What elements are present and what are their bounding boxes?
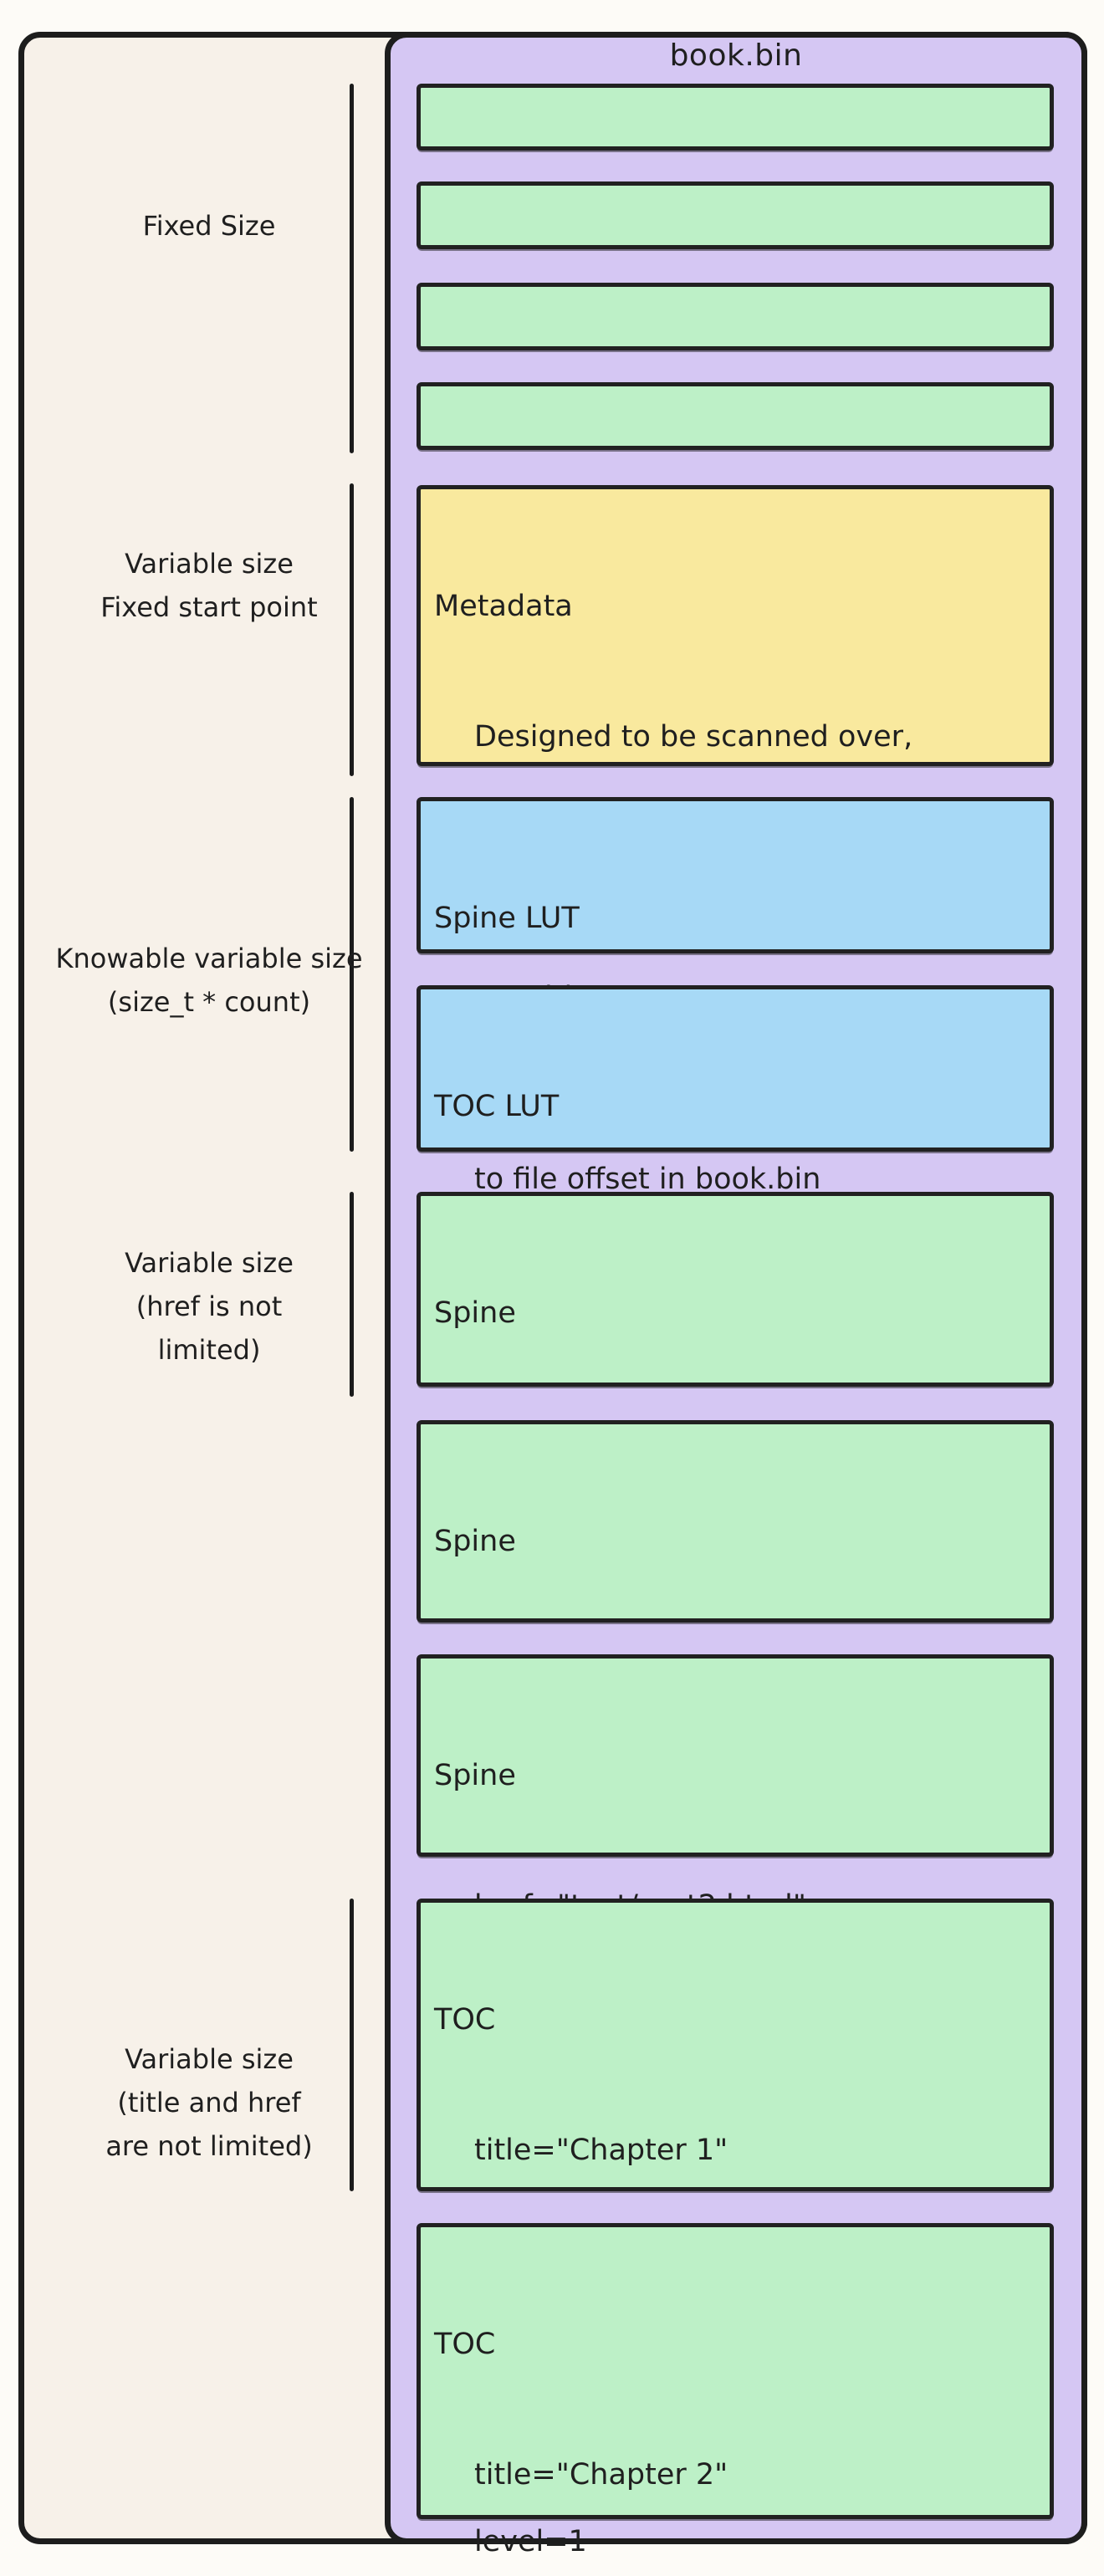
- field-box-version: VERSION = 1: [417, 84, 1054, 223]
- box-line: Spine: [434, 1525, 516, 1558]
- size-label-line: limited): [157, 1334, 261, 1366]
- size-bracket-fixed: [350, 84, 354, 453]
- size-label-line: Fixed Size: [142, 210, 276, 242]
- box-line: Designed to be scanned over,: [474, 720, 913, 754]
- metadata-box: Metadata Designed to be scanned over, or…: [417, 485, 1054, 1275]
- spine-lut-box: Spine LUT size_t item per spine item poi…: [417, 797, 1054, 1196]
- size-bracket-toc: [350, 1899, 354, 2191]
- size-label-metadata: Variable size Fixed start point: [33, 542, 385, 629]
- box-line: title="Chapter 1": [474, 2134, 728, 2167]
- spine-record-box-1: Spine href="text/part1.html" cumSize=123…: [417, 1192, 1054, 1721]
- size-label-line: Variable size: [125, 2043, 294, 2075]
- size-label-line: are not limited): [105, 2130, 313, 2162]
- toc-record-box-1: TOC title="Chapter 1" href="text/part1.h…: [417, 1899, 1054, 2558]
- toc-record-box-2: TOC title="Chapter 2" href="text/part2.h…: [417, 2223, 1054, 2519]
- box-line: Spine LUT: [434, 902, 580, 935]
- size-label-line: Variable size: [125, 548, 294, 580]
- size-label-spine: Variable size (href is not limited): [33, 1241, 385, 1372]
- spine-record-box-3: Spine href="text/part2.html" cumSize=123…: [417, 1654, 1054, 2184]
- field-box-toc-count: TOC count: [417, 382, 1054, 522]
- size-label-line: (title and href: [117, 2087, 301, 2119]
- box-line: to file offset in book.bin: [474, 1163, 821, 1196]
- size-label-fixed: Fixed Size: [33, 204, 385, 248]
- size-label-line: Knowable variable size: [55, 943, 363, 974]
- box-line: TOC LUT: [434, 1090, 560, 1123]
- box-line: Spine: [434, 1759, 516, 1792]
- bookbin-title: book.bin: [669, 38, 803, 73]
- box-line: TOC: [434, 2003, 496, 2037]
- size-bracket-spine: [350, 1192, 354, 1397]
- spine-record-box-2: Spine href="text/part1_01.html" cumSize=…: [417, 1420, 1054, 1950]
- box-line: Metadata: [434, 590, 573, 623]
- box-line: TOC: [434, 2328, 496, 2361]
- size-label-line: (href is not: [135, 1291, 283, 1322]
- size-label-line: (size_t * count): [107, 986, 311, 1018]
- size-label-line: Variable size: [125, 1247, 294, 1279]
- box-line: Spine: [434, 1296, 516, 1330]
- size-label-line: Fixed start point: [100, 591, 318, 623]
- field-box-lut-offset: LUT Offset: [417, 181, 1054, 321]
- size-label-toc: Variable size (title and href are not li…: [33, 2037, 385, 2168]
- size-label-luts: Knowable variable size (size_t * count): [33, 937, 385, 1024]
- size-bracket-metadata: [350, 483, 354, 776]
- field-box-spine-count: Spine count: [417, 283, 1054, 422]
- box-line: level=1: [474, 2525, 587, 2558]
- box-line: title="Chapter 2": [474, 2458, 728, 2492]
- toc-lut-box: TOC LUT size_t item per TOC item pointin…: [417, 985, 1054, 1384]
- size-bracket-luts: [350, 797, 354, 1152]
